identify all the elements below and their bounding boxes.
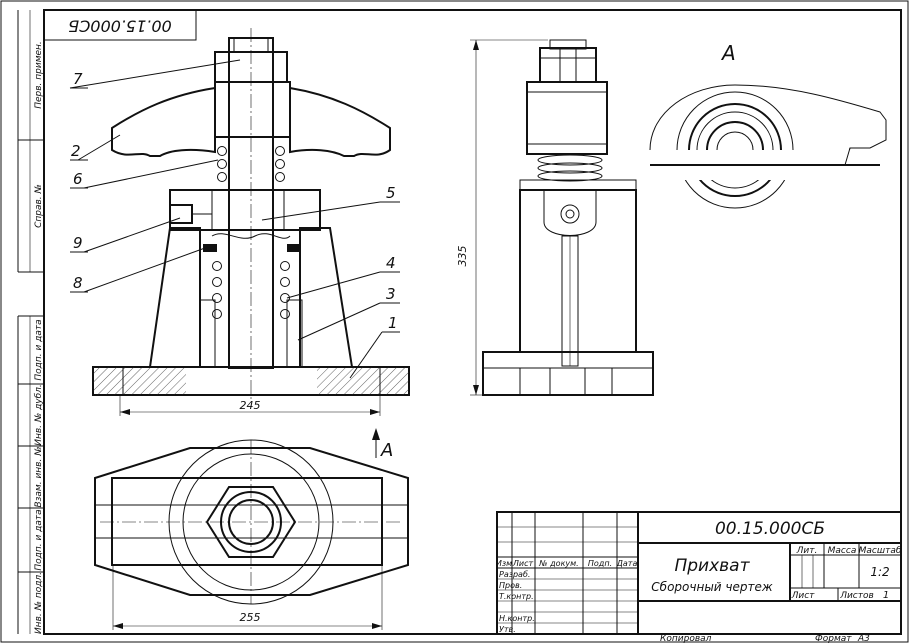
dimension-top-width: 255 xyxy=(112,566,383,630)
row-prov: Пров. xyxy=(499,581,522,590)
hdr-docnum: № докум. xyxy=(538,559,578,568)
col-lit: Лит. xyxy=(796,546,818,556)
scale-value: 1:2 xyxy=(870,565,889,579)
view-a-label: A xyxy=(720,41,736,65)
row-razrab: Разраб. xyxy=(499,570,530,579)
hdr-date: Дата xyxy=(616,559,638,568)
side-spring xyxy=(537,154,603,182)
sheets-label: Листов xyxy=(839,591,874,601)
sheet-footer: Копировал Формат А3 xyxy=(660,634,870,644)
part-label-9: 9 xyxy=(73,234,83,252)
part-label-4: 4 xyxy=(386,254,396,272)
dimension-side-height: 335 xyxy=(456,39,548,396)
row-tkontr: Т.контр. xyxy=(499,592,534,601)
sheets-value: 1 xyxy=(883,590,889,601)
dimension-front-width: 245 xyxy=(119,396,381,416)
stamp-sprav-num: Справ. № xyxy=(34,184,44,228)
stamp-podp-data-1: Подп. и дата xyxy=(34,319,44,380)
stamp-inv-dubl: Инв. № дубл. xyxy=(34,384,44,446)
part-label-7: 7 xyxy=(73,70,83,88)
format-value: А3 xyxy=(857,634,870,644)
part-label-6: 6 xyxy=(73,170,83,188)
part-label-3: 3 xyxy=(386,285,396,303)
spring-section-lower xyxy=(212,261,290,319)
front-section-view xyxy=(92,28,410,400)
part-callouts: 7 2 6 5 9 4 8 3 1 xyxy=(69,59,400,379)
row-utv: Утв. xyxy=(499,625,516,634)
rotated-designation-box: 00.15.000СБ xyxy=(43,9,197,41)
part-label-2: 2 xyxy=(71,142,81,160)
copied-label: Копировал xyxy=(660,634,712,644)
dimension-245: 245 xyxy=(240,399,261,412)
view-arrow-a: A xyxy=(372,428,393,461)
stamp-inv-podl: Инв. № подл. xyxy=(34,572,44,634)
col-mass: Масса xyxy=(828,546,857,556)
dimension-255: 255 xyxy=(240,611,261,624)
title-block-name: Прихват xyxy=(674,556,750,576)
sheet-label: Лист xyxy=(791,591,816,601)
drawing-frame xyxy=(43,9,902,635)
format-label: Формат xyxy=(815,634,852,644)
stamp-vzam-inv: Взам. инв. № xyxy=(34,446,44,507)
stamp-podp-data-2: Подп. и дата xyxy=(34,509,44,570)
title-block: 00.15.000СБ Прихват Сборочный чертеж Лит… xyxy=(496,511,902,635)
arrow-a-label: A xyxy=(380,440,393,461)
title-block-doc-type: Сборочный чертеж xyxy=(651,580,773,594)
dimension-335: 335 xyxy=(456,246,469,267)
view-a: A xyxy=(648,41,888,209)
side-view xyxy=(482,39,654,396)
top-view xyxy=(94,439,409,605)
side-stamp: Перв. примен. Справ. № Подп. и дата Инв.… xyxy=(17,10,45,634)
row-nkontr: Н.контр. xyxy=(499,614,535,623)
part-label-1: 1 xyxy=(388,314,398,332)
title-block-designation: 00.15.000СБ xyxy=(715,519,825,539)
spring-section-upper xyxy=(217,146,285,182)
part-label-8: 8 xyxy=(73,274,83,292)
hdr-list: Лист xyxy=(512,559,534,568)
hdr-sign: Подп. xyxy=(588,559,612,568)
col-scale: Масштаб xyxy=(859,546,902,556)
part-label-5: 5 xyxy=(386,184,396,202)
hdr-izm: Изм xyxy=(496,559,512,568)
rotated-designation: 00.15.000СБ xyxy=(68,17,172,36)
stamp-perv-primen: Перв. примен. xyxy=(34,41,44,109)
